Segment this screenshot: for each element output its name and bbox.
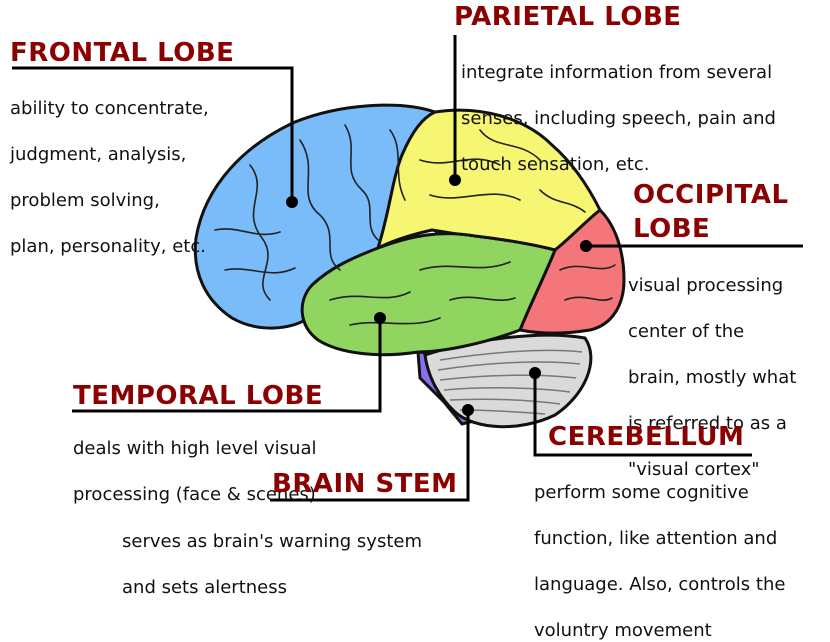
occipital-line-3: brain, mostly what: [628, 367, 797, 388]
leader-lines: [12, 35, 803, 502]
temporal-line-1: deals with high level visual: [73, 438, 317, 459]
occipital-lobe-title-line-2: LOBE: [633, 214, 711, 244]
brainstem-dot: [462, 404, 474, 416]
temporal-lobe-region: [300, 232, 558, 357]
frontal-lobe-description: ability to concentrate, judgment, analys…: [10, 74, 209, 258]
temporal-line-2: processing (face & scenes): [73, 484, 316, 505]
parietal-line-1: integrate information from several: [461, 62, 773, 83]
brainstem-line-1: serves as brain's warning system: [122, 531, 422, 552]
gyri-lines: [214, 124, 616, 326]
cerebellum-line-2: function, like attention and: [534, 528, 778, 549]
occipital-line-4: is referred to as a: [628, 413, 787, 434]
brain-stem-title: BRAIN STEM: [272, 469, 458, 499]
parietal-lobe-description: integrate information from several sense…: [461, 38, 776, 176]
cerebellum-line-3: language. Also, controls the: [534, 574, 786, 595]
frontal-line-1: ability to concentrate,: [10, 98, 209, 119]
parietal-lobe-title: PARIETAL LOBE: [454, 2, 682, 32]
cerebellum-region: [423, 333, 593, 429]
occipital-lobe-title-line-1: OCCIPITAL: [633, 180, 789, 210]
frontal-line-2: judgment, analysis,: [10, 144, 187, 165]
cerebellum-description: perform some cognitive function, like at…: [534, 458, 785, 642]
parietal-line-2: senses, including speech, pain and: [461, 108, 776, 129]
temporal-leader: [72, 318, 382, 413]
occipital-lobe-description: visual processing center of the brain, m…: [628, 251, 796, 481]
temporal-lobe-description: deals with high level visual processing …: [73, 414, 317, 506]
frontal-line-4: plan, personality, etc.: [10, 236, 206, 257]
frontal-dot: [286, 196, 298, 208]
occipital-line-1: visual processing: [628, 275, 784, 296]
brain-diagram: [12, 35, 803, 502]
frontal-leader: [12, 66, 294, 202]
leader-dots: [286, 174, 592, 416]
occipital-dot: [580, 240, 592, 252]
occipital-line-2: center of the: [628, 321, 745, 342]
temporal-parietal-boundary: [434, 231, 556, 251]
frontal-line-3: problem solving,: [10, 190, 160, 211]
temporal-lobe-title: TEMPORAL LOBE: [73, 381, 324, 411]
brainstem-line-2: and sets alertness: [122, 577, 287, 598]
temporal-dot: [374, 312, 386, 324]
cerebellum-line-1: perform some cognitive: [534, 482, 749, 503]
occipital-line-5: "visual cortex": [628, 459, 760, 480]
cerebellum-leader: [533, 373, 752, 457]
parietal-line-3: touch sensation, etc.: [461, 154, 650, 175]
brain-stem-description: serves as brain's warning system and set…: [122, 507, 422, 599]
brainstem-leader: [270, 410, 470, 502]
frontal-lobe-title: FRONTAL LOBE: [10, 38, 235, 68]
cerebellum-line-4: voluntry movement: [534, 620, 712, 641]
parietal-dot: [449, 174, 461, 186]
cerebellum-title: CEREBELLUM: [548, 422, 745, 452]
cerebellum-dot: [529, 367, 541, 379]
